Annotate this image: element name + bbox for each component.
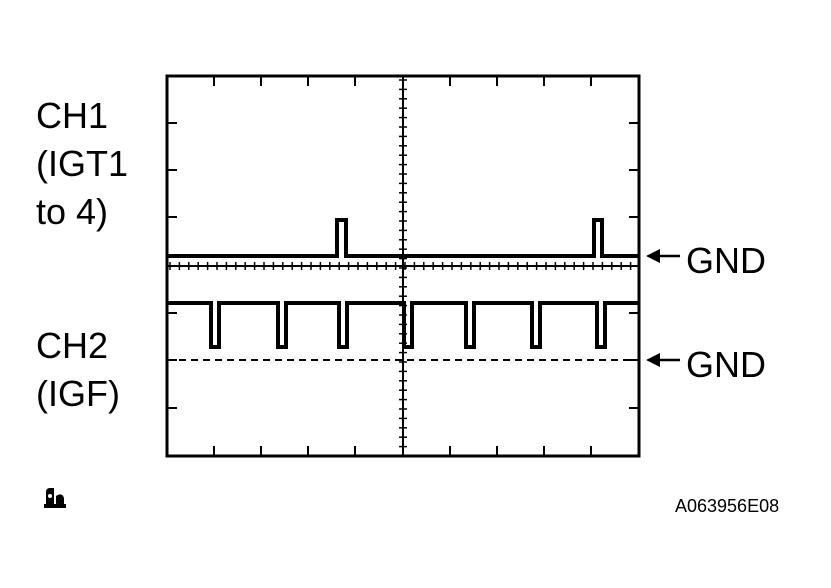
gnd2-arrow-icon [646,353,680,367]
ch2-label-line2: (IGF) [36,373,120,414]
ch1-label-line1: CH1 [36,95,109,136]
ch2-label-line1: CH2 [36,325,109,366]
ch2-trace [167,301,639,349]
ch1-label-line3: to 4) [36,191,109,232]
ch1-trace [167,218,639,258]
ch1-label-line2: (IGT1 [36,143,129,184]
center-axis-minor-ticks [169,79,632,448]
edge-ticks [167,76,639,456]
gnd1-arrow-icon [646,249,680,263]
gnd1-label: GND [686,240,766,281]
figure-code: A063956E08 [675,496,780,516]
oscilloscope-icon [44,488,66,508]
gnd2-label: GND [686,344,766,385]
